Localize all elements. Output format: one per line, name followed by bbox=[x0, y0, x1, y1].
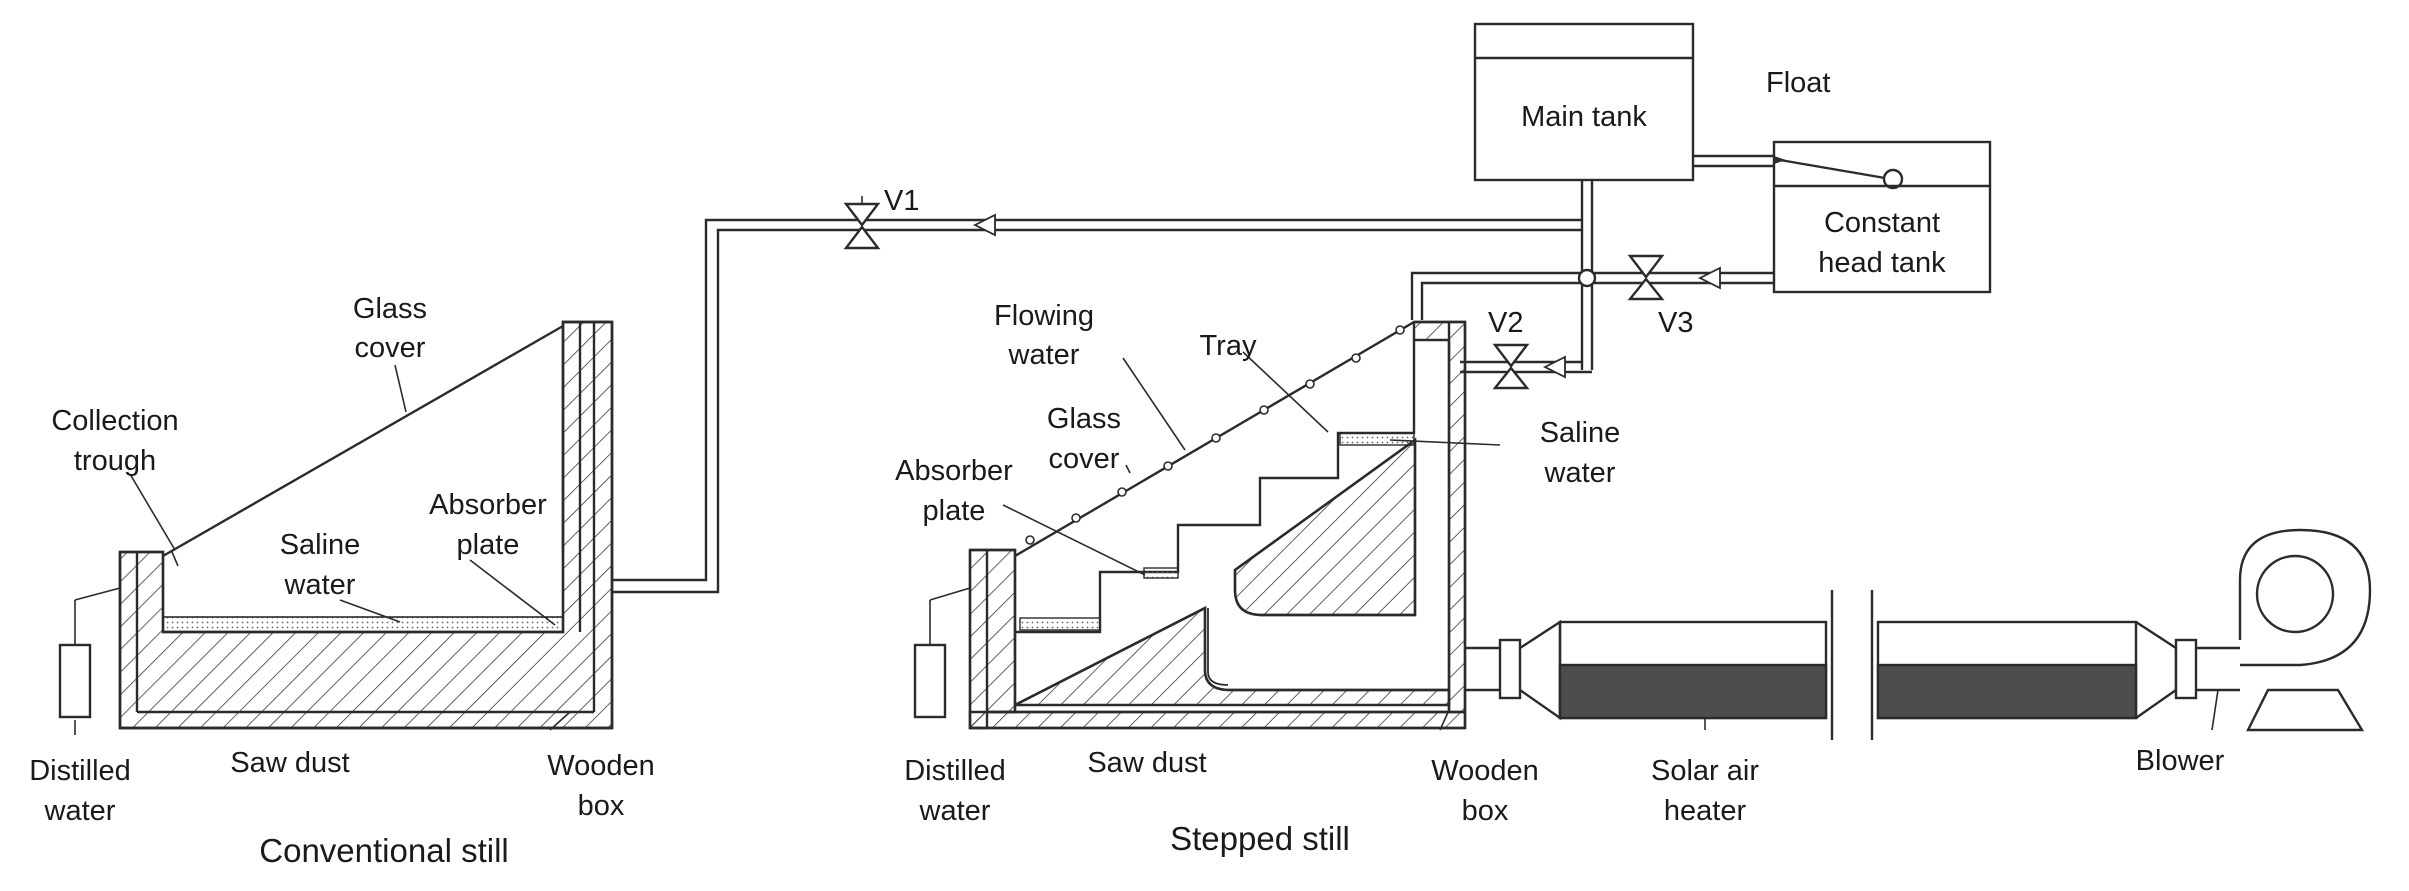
conventional-still bbox=[58, 218, 1582, 730]
step-wooden-box-label-2: box bbox=[1462, 795, 1509, 827]
float-arm bbox=[1779, 158, 1886, 180]
conv-wooden-box-label-1: Wooden bbox=[547, 750, 655, 782]
step-saline-water-label-2: water bbox=[1544, 457, 1616, 489]
float bbox=[1882, 168, 1904, 190]
solar-air-heater bbox=[1498, 590, 2198, 740]
step-glass-cover-label-2: cover bbox=[1049, 443, 1120, 475]
valve-v2 bbox=[1492, 343, 1566, 390]
step-saline-water-label-1: Saline bbox=[1540, 417, 1621, 449]
solar-air-heater-label-1: Solar air bbox=[1651, 755, 1759, 787]
conv-glass-cover-label-1: Glass bbox=[353, 293, 427, 325]
step-glass-cover-label-1: Glass bbox=[1047, 403, 1121, 435]
step-saw-dust-label: Saw dust bbox=[1087, 747, 1206, 779]
v3-label: V3 bbox=[1658, 307, 1693, 339]
conv-supply-pipe bbox=[612, 218, 1582, 582]
step-wooden-box-label-1: Wooden bbox=[1431, 755, 1539, 787]
step-distilled-water-label-2: water bbox=[919, 795, 991, 827]
blower bbox=[2196, 528, 2372, 732]
float-label: Float bbox=[1766, 67, 1830, 99]
step-distilled-water-bottle bbox=[913, 643, 947, 719]
flowing-water-drops bbox=[1025, 325, 1405, 545]
constant-head-tank-label-1: Constant bbox=[1824, 207, 1940, 239]
valve-v3 bbox=[1627, 254, 1721, 301]
conv-glass-cover bbox=[162, 324, 564, 558]
constant-head-tank-label-2: head tank bbox=[1818, 247, 1946, 279]
stepped-still-caption: Stepped still bbox=[1170, 820, 1350, 857]
labels: Main tank Float Constant head tank V1 V2… bbox=[29, 67, 2224, 869]
v2-label: V2 bbox=[1488, 307, 1523, 339]
conv-saline-water-label-1: Saline bbox=[280, 529, 361, 561]
conv-distilled-water-bottle bbox=[58, 643, 92, 719]
conv-saline-water bbox=[162, 616, 564, 633]
conv-collection-trough-label-1: Collection bbox=[51, 405, 178, 437]
conv-distilled-water-label-1: Distilled bbox=[29, 755, 131, 787]
solar-air-heater-absorber bbox=[1558, 663, 1828, 720]
conv-absorber-plate-label-1: Absorber bbox=[429, 489, 547, 521]
step-tray bbox=[1339, 432, 1415, 446]
stepped-still bbox=[913, 320, 1500, 730]
main-tank-label: Main tank bbox=[1521, 101, 1647, 133]
conv-saw-dust bbox=[118, 320, 614, 730]
conv-distilled-water-label-2: water bbox=[44, 795, 116, 827]
main-tank bbox=[1473, 22, 1695, 182]
step-flowing-water-label-1: Flowing bbox=[994, 300, 1094, 332]
conv-absorber-plate-label-2: plate bbox=[457, 529, 520, 561]
step-flowing-water-label-2: water bbox=[1008, 339, 1080, 371]
constant-head-tank bbox=[1772, 140, 1992, 294]
step-absorber-plate-label-1: Absorber bbox=[895, 455, 1013, 487]
step-tray-label: Tray bbox=[1200, 330, 1257, 362]
conv-saw-dust-label: Saw dust bbox=[230, 747, 349, 779]
leader-lines bbox=[74, 351, 2219, 735]
conv-glass-cover-label-2: cover bbox=[355, 332, 426, 364]
valve-v1 bbox=[843, 196, 996, 250]
conventional-still-caption: Conventional still bbox=[259, 832, 508, 869]
conv-saline-water-label-2: water bbox=[284, 569, 356, 601]
solar-air-heater-label-2: heater bbox=[1664, 795, 1747, 827]
conv-wooden-box-label-2: box bbox=[578, 790, 625, 822]
v1-label: V1 bbox=[884, 185, 919, 217]
tanks bbox=[1410, 22, 1992, 374]
step-distilled-water-label-1: Distilled bbox=[904, 755, 1006, 787]
blower-label: Blower bbox=[2136, 745, 2225, 777]
conv-collection-trough-label-2: trough bbox=[74, 445, 156, 477]
step-absorber-plate-label-2: plate bbox=[923, 495, 986, 527]
